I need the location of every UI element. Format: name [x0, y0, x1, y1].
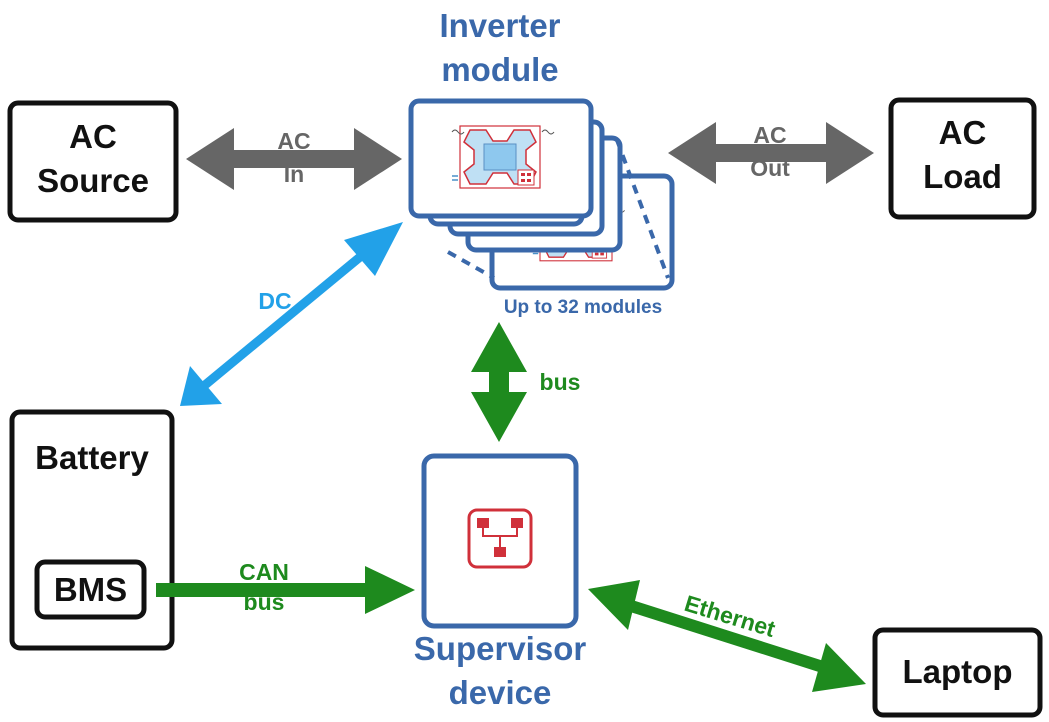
- ac-load-line1: AC: [938, 114, 987, 151]
- dc-label: DC: [258, 288, 292, 314]
- can-bus-label: CAN bus: [224, 557, 304, 617]
- supervisor-label: Supervisor device: [395, 627, 605, 715]
- inverter-module-stack: [408, 98, 675, 291]
- ac-in-line2: In: [283, 161, 305, 187]
- ac-in-arrow: [186, 128, 402, 190]
- bms-label: BMS: [53, 571, 128, 608]
- dc-arrow: [180, 222, 403, 406]
- ac-load-box: [888, 97, 1037, 220]
- stack-dashed-line-left: [447, 250, 495, 280]
- supervisor-line2: device: [448, 674, 552, 711]
- bms-box: [34, 559, 147, 620]
- inverter-title-line1: Inverter: [439, 7, 561, 44]
- laptop-label: Laptop: [902, 653, 1013, 690]
- module-count-note: Up to 32 modules: [503, 297, 663, 318]
- battery-label: Battery: [35, 439, 149, 476]
- can-bus-line1: CAN: [239, 559, 289, 585]
- ac-out-arrow: [668, 122, 874, 184]
- ac-load-line2: Load: [923, 158, 1002, 195]
- ac-source-box: [7, 100, 179, 223]
- ac-source-line1: AC: [69, 118, 117, 155]
- inverter-title: Inverter module: [405, 4, 595, 92]
- ac-out-line1: AC: [753, 122, 787, 148]
- supervisor-line1: Supervisor: [413, 630, 587, 667]
- network-hierarchy-icon: [467, 508, 533, 569]
- battery-box: [9, 409, 175, 651]
- can-bus-line2: bus: [243, 589, 285, 615]
- ac-out-line2: Out: [750, 155, 790, 181]
- stack-dashed-line-right: [615, 139, 670, 279]
- ac-out-label: AC Out: [730, 119, 810, 185]
- ac-source-label: AC Source: [10, 115, 176, 203]
- inverter-title-line2: module: [441, 51, 559, 88]
- can-bus-arrow: [156, 566, 415, 614]
- ac-in-label: AC In: [254, 125, 334, 191]
- laptop-box: [872, 627, 1043, 718]
- ac-in-line1: AC: [277, 128, 311, 154]
- ethernet-arrow: [588, 580, 866, 692]
- ac-load-label: AC Load: [891, 111, 1034, 199]
- ac-source-line2: Source: [37, 162, 149, 199]
- bus-arrow: [471, 322, 527, 442]
- bus-label: bus: [539, 369, 581, 395]
